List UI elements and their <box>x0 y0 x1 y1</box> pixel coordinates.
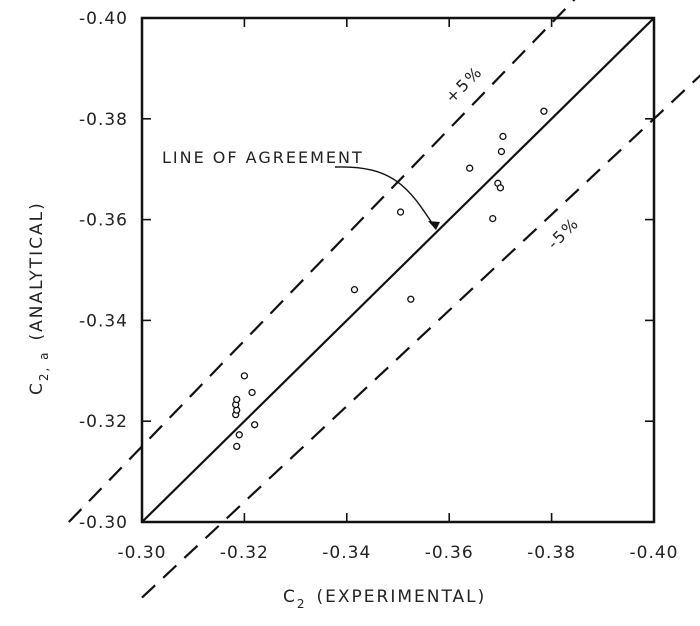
y-tick-label: -0.36 <box>79 211 128 231</box>
data-point <box>250 421 259 429</box>
data-point <box>489 214 497 223</box>
x-tick-label: -0.34 <box>322 543 371 563</box>
data-point <box>499 132 507 141</box>
data-point <box>497 147 506 156</box>
x-tick-label: -0.30 <box>118 543 167 563</box>
y-tick-label: -0.38 <box>79 110 128 130</box>
data-point <box>350 286 359 294</box>
x-tick-label: -0.36 <box>425 543 474 563</box>
line-of-agreement-label: LINE OF AGREEMENT <box>162 148 364 167</box>
plus-5-label: +5% <box>441 62 486 107</box>
x-tick-labels: -0.30 -0.32 -0.34 -0.36 -0.38 -0.40 <box>118 543 679 563</box>
plot-frame <box>140 16 656 524</box>
y-tick-labels: -0.30 -0.32 -0.34 -0.36 -0.38 -0.40 <box>79 9 128 533</box>
x-tick-label: -0.32 <box>220 543 269 563</box>
data-point <box>248 388 256 397</box>
tick-marks <box>141 17 655 523</box>
minus-5-label: -5% <box>543 213 583 253</box>
agreement-line <box>141 17 655 523</box>
data-point <box>233 395 241 404</box>
x-axis-title: C2(EXPERIMENTAL) <box>283 587 486 611</box>
plus-line <box>68 0 576 523</box>
data-point <box>235 431 243 439</box>
x-tick-label: -0.40 <box>630 543 679 563</box>
y-tick-label: -0.32 <box>79 412 128 432</box>
data-point <box>540 107 548 115</box>
data-point <box>240 372 249 380</box>
y-tick-label: -0.40 <box>79 9 128 29</box>
y-axis-title: C2, a(ANALYTICAL) <box>27 201 51 395</box>
x-tick-label: -0.38 <box>527 543 576 563</box>
data-points <box>232 107 548 451</box>
minus-line <box>141 74 700 599</box>
data-point <box>233 442 241 451</box>
reference-lines <box>68 0 700 599</box>
data-point <box>466 164 474 172</box>
data-point <box>496 184 505 192</box>
annotation-arrowhead <box>428 221 440 230</box>
y-tick-label: -0.30 <box>79 513 128 533</box>
annotation-leader <box>334 166 435 227</box>
y-tick-label: -0.34 <box>79 311 128 331</box>
data-point <box>407 295 415 303</box>
data-point <box>396 208 405 216</box>
